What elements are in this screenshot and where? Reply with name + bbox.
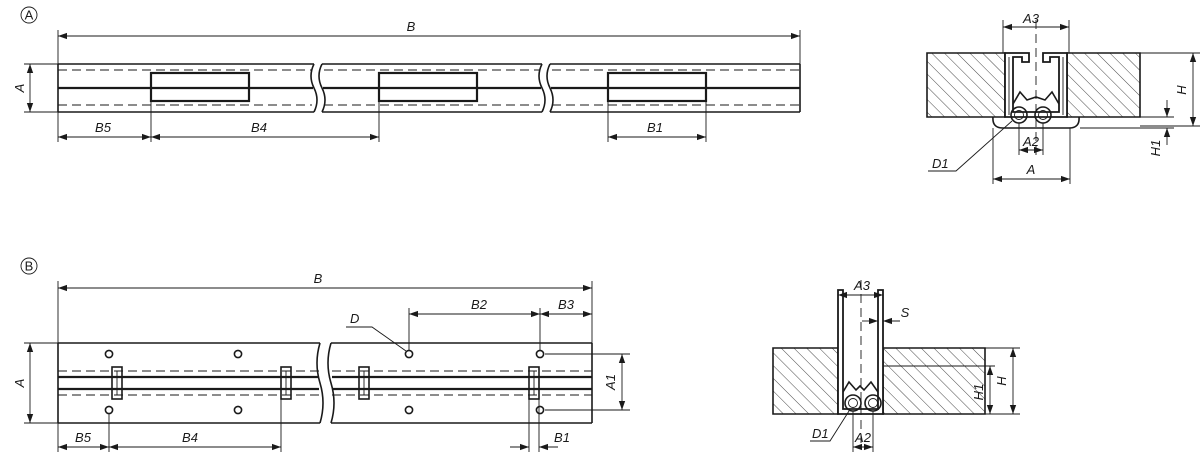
dim-label-B1: B1	[554, 430, 570, 445]
mounting-hole	[233, 405, 243, 415]
view-a-marker: A	[20, 6, 38, 24]
dim-label-B2: B2	[471, 297, 488, 312]
dim-label-B5: B5	[75, 430, 92, 445]
dim-label-B: B	[407, 19, 416, 34]
mounting-hole	[404, 349, 414, 359]
view-b-rail	[57, 342, 593, 424]
insert-block	[377, 71, 479, 103]
view-b-dimensions: B B2 B3 D A A1 B5 B4 B1	[12, 271, 630, 452]
dim-label-A3: A3	[853, 278, 871, 293]
dim-label-S: S	[901, 305, 910, 320]
mounting-hole	[535, 405, 545, 415]
view-a-dimensions: B A B5 B4 B1	[12, 19, 801, 142]
mounting-hole	[233, 349, 243, 359]
dim-label-B1: B1	[647, 120, 663, 135]
dim-label-B: B	[314, 271, 323, 286]
section-a-dimensions: A3 H H1 A2 A D1	[928, 11, 1200, 184]
slot-insert	[111, 366, 123, 400]
dim-label-B5: B5	[95, 120, 112, 135]
view-a-rail	[57, 63, 801, 113]
dim-label-H: H	[1174, 85, 1189, 95]
dim-label-D: D	[350, 311, 359, 326]
dim-label-D1: D1	[932, 156, 949, 171]
svg-text:A: A	[25, 8, 34, 23]
dim-label-A: A	[12, 84, 27, 94]
mounting-hole	[104, 405, 114, 415]
mounting-hole	[535, 349, 545, 359]
dim-label-H: H	[994, 376, 1009, 386]
dim-label-A: A	[12, 379, 27, 389]
dim-label-A2: A2	[1022, 134, 1040, 149]
section-b	[772, 280, 986, 445]
section-b-dimensions: A3 S H H1 A2 D1	[810, 278, 1020, 452]
dim-label-A2: A2	[854, 430, 872, 445]
insert-block	[606, 71, 708, 103]
dim-label-B4: B4	[251, 120, 267, 135]
dim-label-H1: H1	[1148, 140, 1163, 157]
dim-label-D1: D1	[812, 426, 829, 441]
slot-insert	[280, 366, 292, 400]
mounting-hole	[404, 405, 414, 415]
svg-text:B: B	[25, 259, 34, 274]
dim-label-A-section: A	[1026, 162, 1036, 177]
dim-label-B3: B3	[558, 297, 575, 312]
insert-block	[149, 71, 251, 103]
slot-insert	[528, 366, 540, 400]
slot-insert	[358, 366, 370, 400]
dim-label-A1: A1	[603, 374, 618, 391]
dim-label-A3: A3	[1022, 11, 1040, 26]
view-b-marker: B	[20, 257, 38, 275]
dim-label-H1: H1	[971, 384, 986, 401]
mounting-hole	[104, 349, 114, 359]
section-a	[926, 20, 1141, 160]
dim-label-B4: B4	[182, 430, 198, 445]
